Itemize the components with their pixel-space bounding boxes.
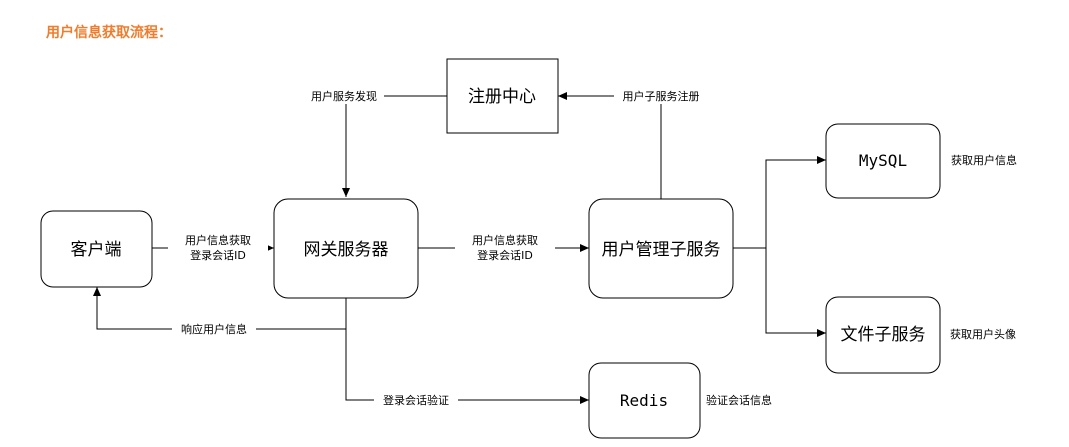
mysql-node (825, 123, 941, 199)
edge-label-gateway-to-user-line2: 登录会话ID (477, 248, 533, 262)
edge-label-service-discovery: 用户服务发现 (311, 89, 377, 103)
redis-node (588, 362, 701, 439)
file-service-label: 文件子服务 (841, 325, 926, 345)
edge-label-client-to-gateway-line2: 登录会话ID (190, 248, 246, 262)
file-service-node (825, 296, 941, 374)
note-mysql: 获取用户信息 (951, 153, 1017, 167)
gateway-label: 网关服务器 (304, 240, 389, 260)
edge-label-response: 响应用户信息 (181, 322, 247, 336)
user-service-label: 用户管理子服务 (602, 240, 721, 260)
page-title: 用户信息获取流程： (46, 25, 172, 41)
edge-label-gateway-to-user-line1: 用户信息获取 (472, 233, 538, 247)
edge-label-bg (614, 89, 710, 104)
mysql-label: MySQL (859, 151, 907, 170)
edge-label-bg (304, 89, 384, 104)
edge-label-bg (455, 232, 555, 262)
gateway-node (273, 198, 419, 299)
note-file-service: 获取用户头像 (950, 327, 1016, 341)
edge-label-client-to-gateway-line1: 用户信息获取 (185, 233, 251, 247)
client-label: 客户端 (71, 240, 122, 260)
note-redis: 验证会话信息 (706, 393, 772, 407)
redis-label: Redis (620, 391, 668, 410)
edge-user-service-to-mysql (765, 156, 826, 248)
edge-label-bg (168, 232, 268, 262)
edge-label-session-verify: 登录会话验证 (383, 393, 449, 407)
edge-label-bg (374, 393, 458, 408)
edge-service-discovery (342, 95, 447, 197)
edge-label-service-register: 用户子服务注册 (623, 89, 700, 103)
registry-label: 注册中心 (468, 87, 536, 107)
registry-node (446, 58, 559, 134)
edge-session-verify (345, 329, 589, 404)
user-service-node (588, 198, 734, 299)
edge-user-service-to-file-service (765, 248, 826, 337)
client-node (40, 210, 153, 288)
edge-service-register (558, 92, 662, 199)
edge-label-bg (172, 322, 256, 337)
